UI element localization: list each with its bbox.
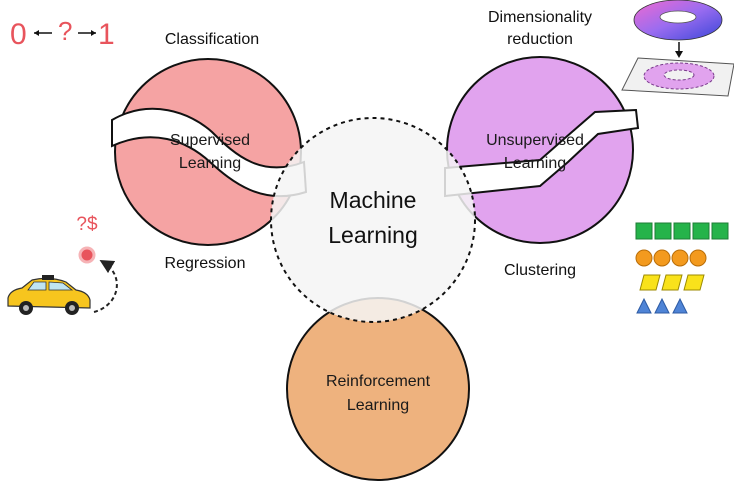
regression-label: Regression: [165, 255, 246, 272]
regression-icon: ?$: [7, 214, 118, 315]
supervised-line1: Supervised: [170, 132, 250, 149]
dimensionality-label-line1: Dimensionality: [488, 9, 592, 26]
class-zero: 0: [10, 18, 27, 51]
shapes-cluster-icon: [635, 222, 729, 314]
ring-plane-icon: [621, 57, 734, 97]
classification-label: Classification: [165, 31, 259, 48]
dimensionality-icon: [621, 0, 734, 97]
regression-price-text: ?$: [76, 214, 98, 235]
class-question: ?: [58, 16, 72, 46]
class-one: 1: [98, 18, 115, 51]
taxi-icon: [7, 275, 91, 315]
unsupervised-line1: Unsupervised: [486, 132, 584, 149]
classification-icon: 0 ? 1: [10, 16, 115, 51]
machine-learning-circle: [270, 117, 476, 323]
reinforcement-line2: Learning: [347, 397, 409, 414]
unsupervised-line2: Learning: [504, 155, 566, 172]
torus-icon: [633, 0, 723, 41]
clustering-label: Clustering: [504, 262, 576, 279]
reinforcement-line1: Reinforcement: [326, 373, 431, 390]
center-line2: Learning: [328, 222, 418, 248]
supervised-line2: Learning: [179, 155, 241, 172]
dimensionality-label-line2: reduction: [507, 31, 573, 48]
dashed-path: [93, 259, 118, 313]
target-dot-icon: [78, 246, 96, 264]
center-line1: Machine: [330, 187, 417, 213]
